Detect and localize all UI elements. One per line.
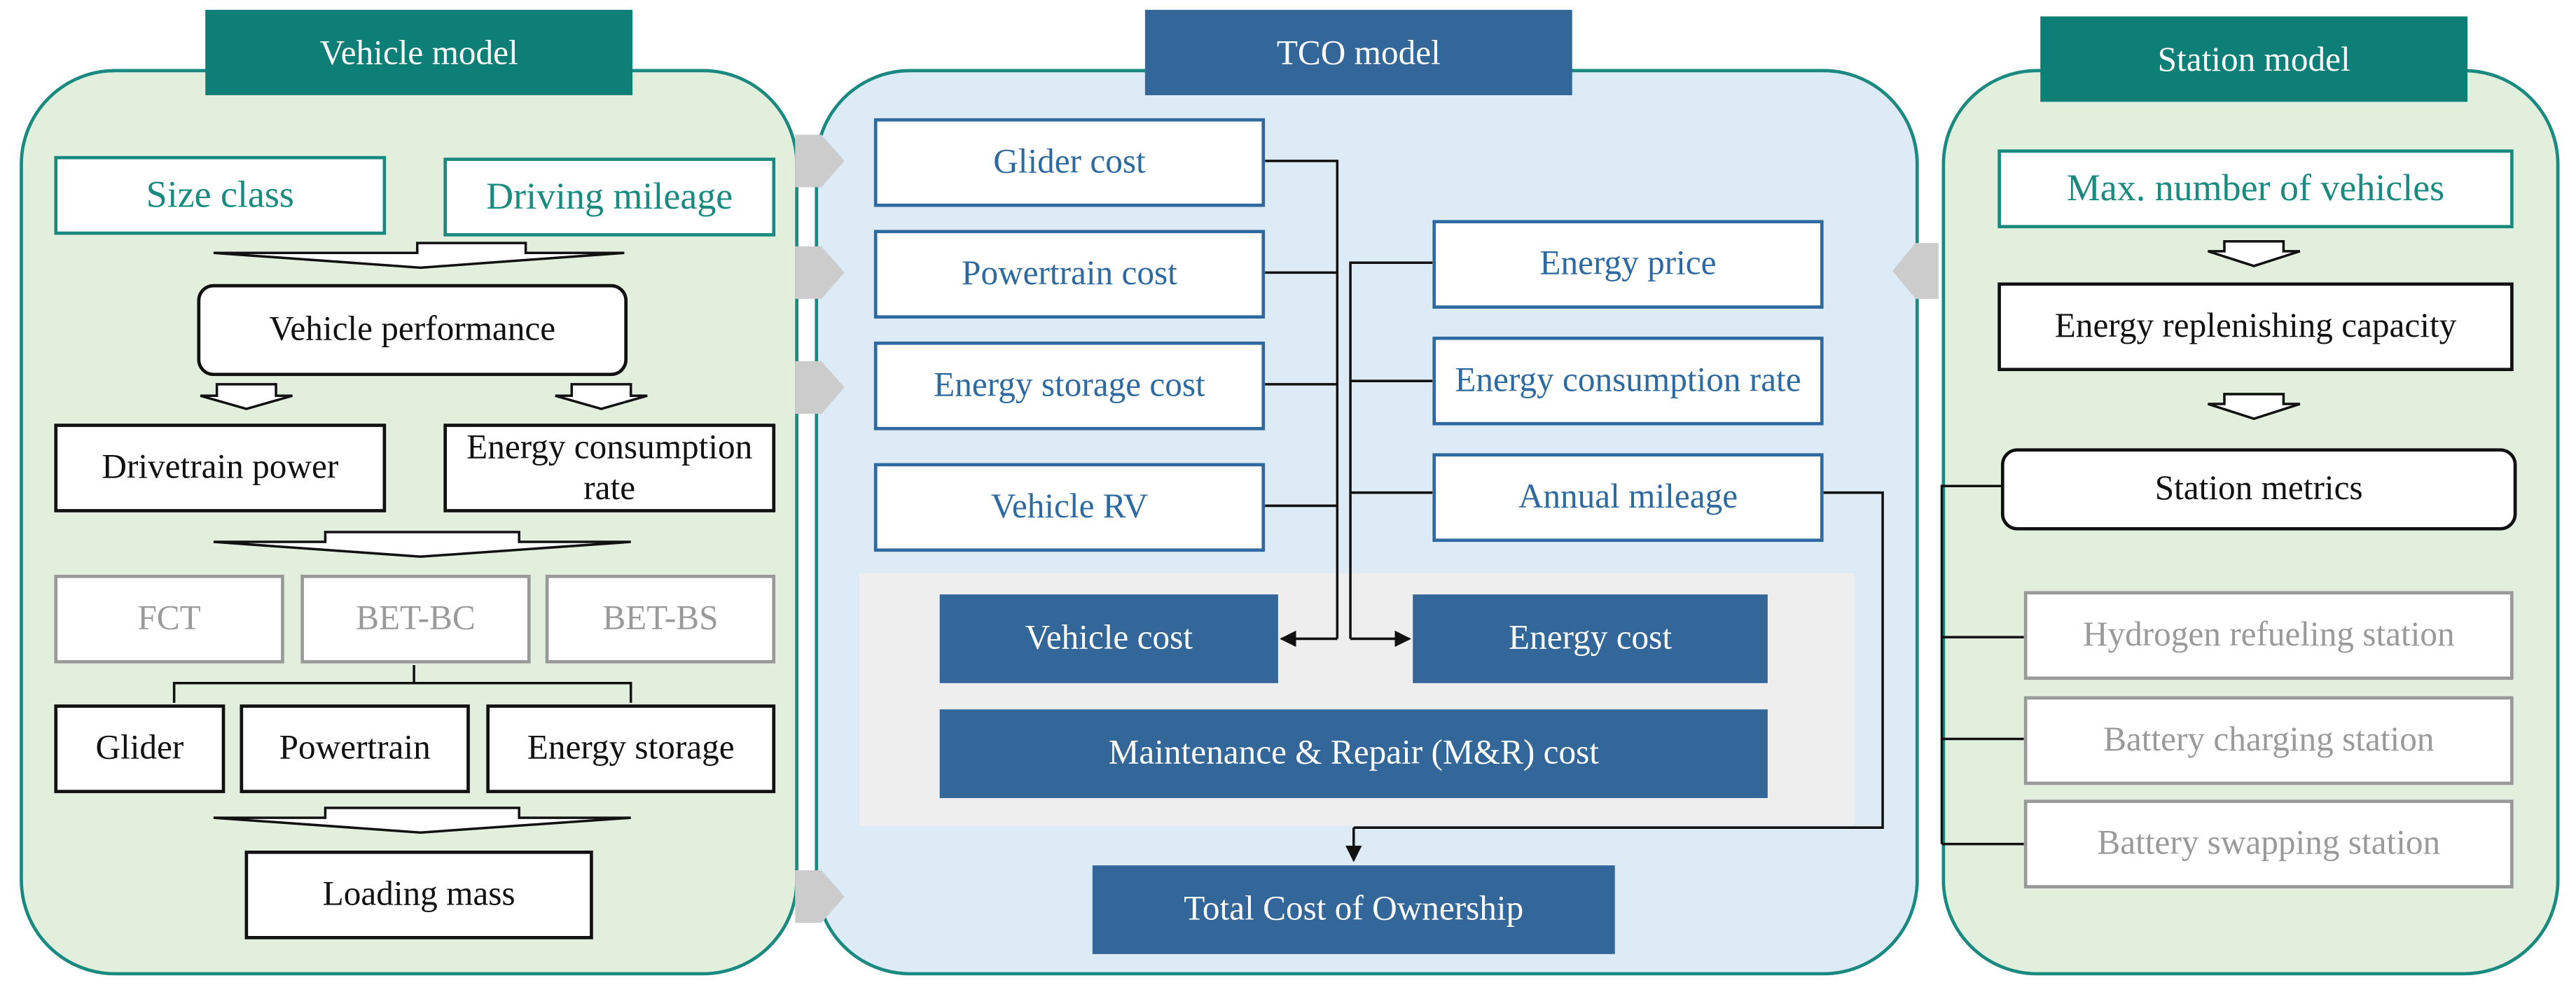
hydrogen-refueling-station-box: Hydrogen refueling station	[2023, 591, 2514, 680]
replenishing-capacity-box: Energy replenishing capacity	[1997, 282, 2514, 372]
arrow-down	[200, 383, 293, 410]
energy-price-box: Energy price	[1432, 220, 1824, 309]
energy-cost-box: Energy cost	[1413, 594, 1768, 683]
arrow-down-wide	[213, 531, 631, 558]
arrow-down-wide	[213, 806, 631, 834]
glider-cost-box: Glider cost	[873, 118, 1266, 207]
station-model-title: Station model	[2040, 16, 2468, 102]
arrow-down	[555, 383, 648, 410]
station-bracket	[1940, 484, 2024, 846]
powertrain-box: Powertrain	[240, 704, 470, 793]
flow-chevron	[795, 246, 845, 299]
glider-box: Glider	[54, 704, 226, 793]
station-metrics-box: Station metrics	[2000, 448, 2517, 531]
vehicle-performance-box: Vehicle performance	[197, 284, 628, 377]
type-bet-bs-box: BET-BS	[545, 574, 776, 664]
vehicle-cost-bus	[1265, 160, 1339, 639]
drivetrain-power-box: Drivetrain power	[54, 424, 387, 512]
flow-chevron	[795, 870, 845, 923]
energy-storage-box: Energy storage	[486, 704, 776, 793]
vehicle-rv-box: Vehicle RV	[873, 463, 1266, 552]
tco-model-title: TCO model	[1144, 10, 1572, 96]
energy-consumption-rate-box: Energy consumption rate	[443, 424, 776, 512]
energy-storage-cost-box: Energy storage cost	[873, 341, 1266, 431]
battery-charging-station-box: Battery charging station	[2023, 696, 2514, 785]
maintenance-repair-cost-box: Maintenance & Repair (M&R) cost	[939, 709, 1768, 798]
energy-consumption-rate-input-box: Energy consumption rate	[1432, 336, 1824, 426]
arrow-down	[2207, 240, 2301, 267]
battery-swapping-station-box: Battery swapping station	[2023, 799, 2514, 888]
arrow-down-wide	[213, 242, 625, 270]
total-cost-of-ownership-box: Total Cost of Ownership	[1092, 865, 1615, 954]
type-fct-box: FCT	[54, 574, 284, 664]
powertrain-cost-box: Powertrain cost	[873, 230, 1266, 319]
flow-chevron	[1892, 243, 1939, 299]
flow-chevron	[795, 134, 845, 188]
max-vehicles-box: Max. number of vehicles	[1997, 149, 2514, 229]
vehicle-cost-box: Vehicle cost	[939, 594, 1278, 683]
loading-mass-box: Loading mass	[244, 851, 593, 939]
total-cost-line	[1353, 491, 1884, 829]
arrow-down	[2207, 393, 2301, 420]
size-class-box: Size class	[54, 155, 387, 235]
vehicle-model-title: Vehicle model	[205, 10, 633, 96]
type-bet-bc-box: BET-BC	[300, 574, 531, 664]
energy-cost-bus	[1349, 261, 1433, 639]
driving-mileage-box: Driving mileage	[443, 158, 776, 237]
type-bracket	[172, 664, 632, 703]
annual-mileage-box: Annual mileage	[1432, 453, 1824, 543]
flow-chevron	[795, 361, 845, 414]
